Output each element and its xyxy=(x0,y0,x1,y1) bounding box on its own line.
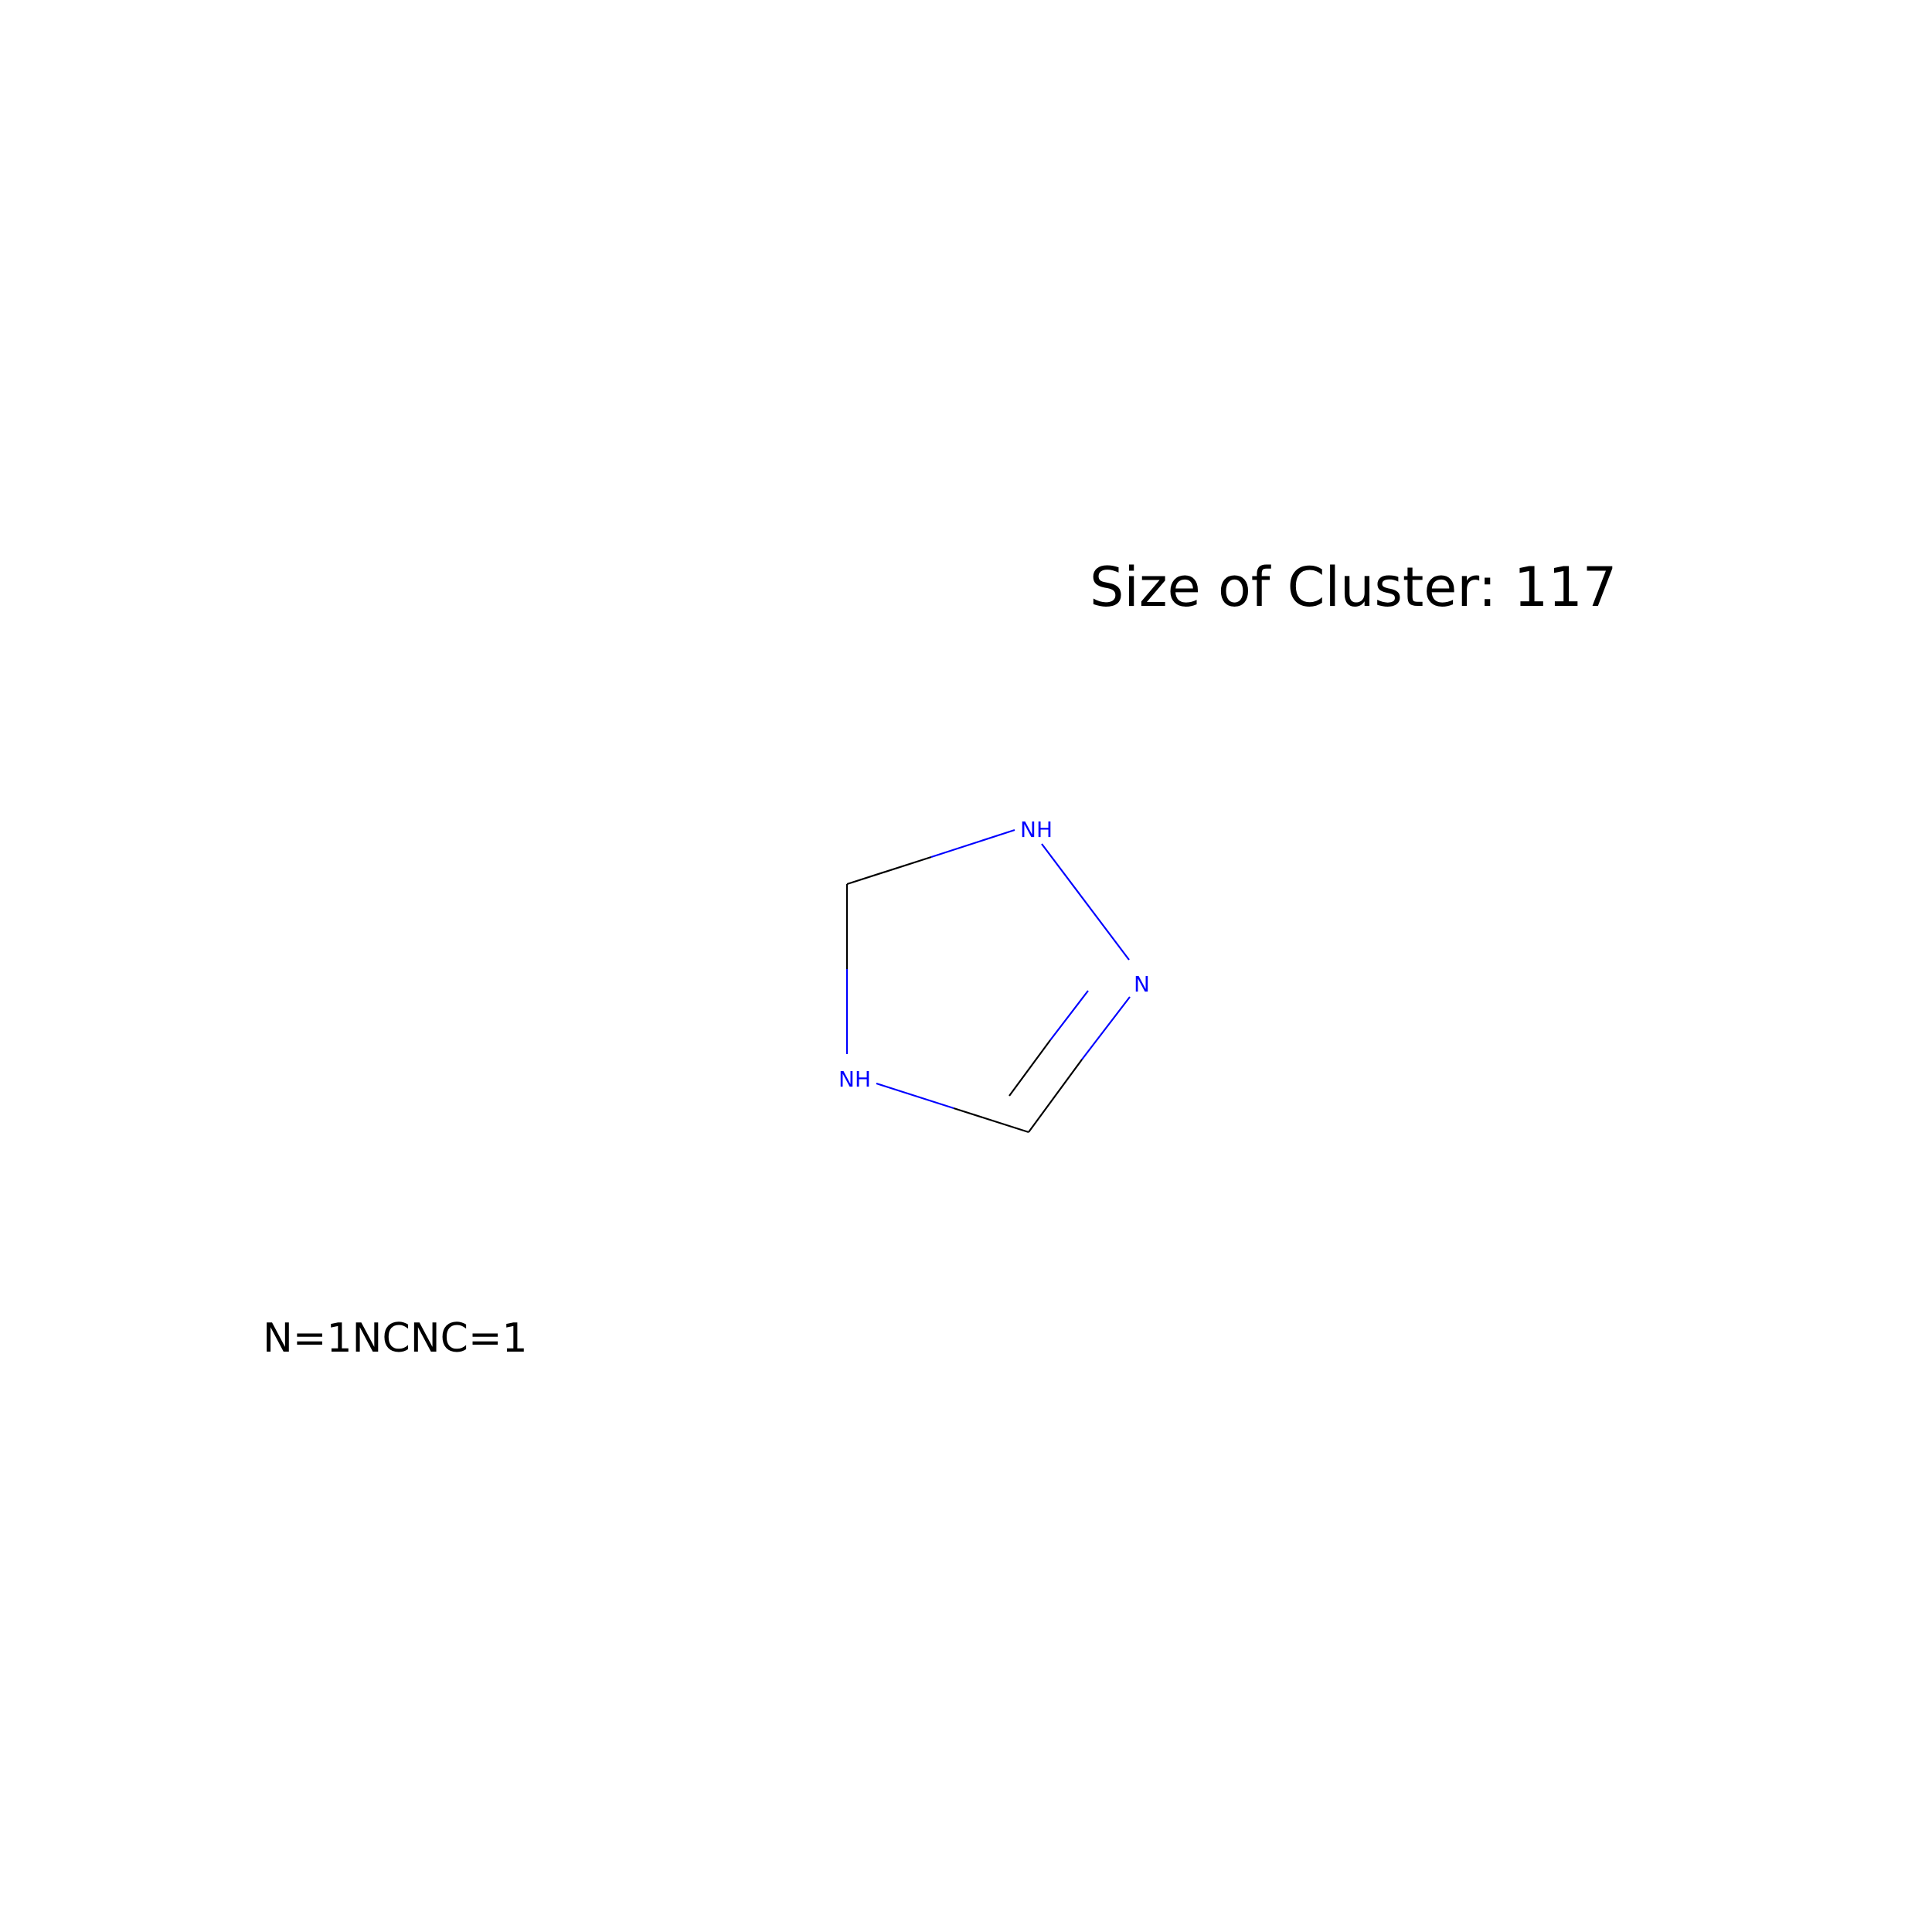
bond-c3-n4-carbon-half xyxy=(953,1107,1029,1134)
bond-n2-c3-inner-carbon-half xyxy=(1009,1039,1051,1097)
bond-n2-c3-carbon-half xyxy=(1028,1059,1083,1133)
smiles-string: N=1NCNC=1 xyxy=(263,1315,528,1362)
bond-n2-c3-inner-nitrogen-half xyxy=(1049,990,1089,1041)
atom-label-n4: NH xyxy=(838,1066,871,1092)
bond-c5-n1-carbon-half xyxy=(846,855,932,886)
bond-n1-n2 xyxy=(1041,843,1130,961)
atom-label-n1: NH xyxy=(1020,817,1053,842)
atom-label-n2: N xyxy=(1134,971,1150,997)
bond-n2-c3-nitrogen-half xyxy=(1081,996,1131,1060)
bond-c5-n1-nitrogen-half xyxy=(930,828,1015,859)
bond-c3-n4-nitrogen-half xyxy=(876,1082,954,1110)
cluster-size-label: Size of Cluster: 117 xyxy=(1090,556,1617,619)
